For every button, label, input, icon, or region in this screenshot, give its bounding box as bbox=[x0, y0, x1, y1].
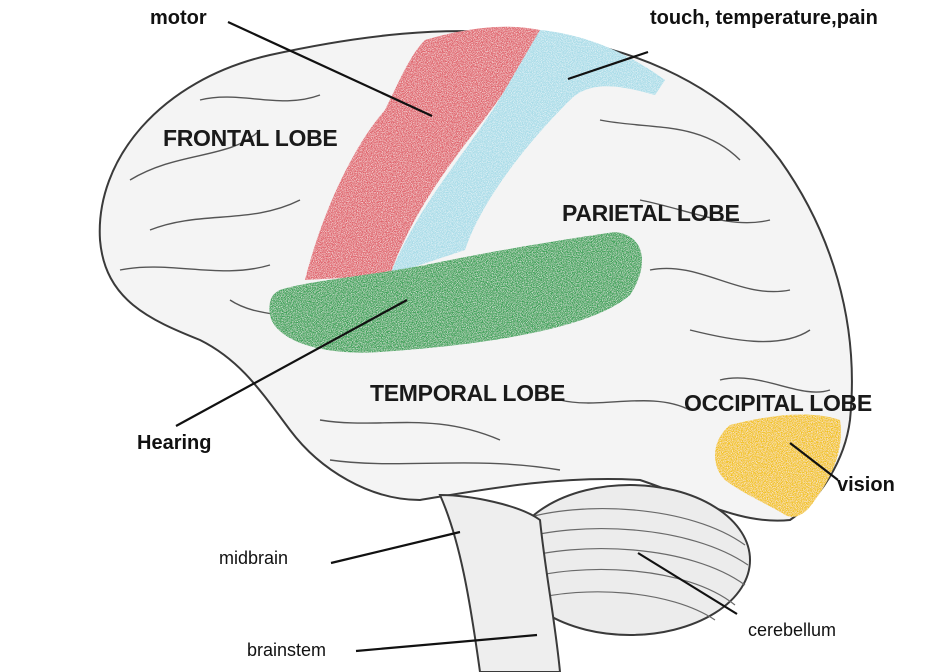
motor-area bbox=[305, 26, 540, 280]
brainstem-leader bbox=[355, 633, 538, 653]
vision-label: vision bbox=[837, 474, 895, 496]
motor-leader bbox=[227, 21, 433, 117]
touch-temperature-pain-label: touch, temperature,pain bbox=[650, 7, 878, 29]
visual-area bbox=[714, 414, 841, 517]
hearing-leader bbox=[175, 299, 408, 427]
touch-leader bbox=[567, 50, 649, 81]
parietal-lobe-label: PARIETAL LOBE bbox=[562, 200, 740, 226]
frontal-lobe-label: FRONTAL LOBE bbox=[163, 125, 338, 151]
cerebellum-label: cerebellum bbox=[748, 620, 837, 640]
motor-label: motor bbox=[150, 7, 207, 29]
cerebellum-leader bbox=[637, 552, 738, 615]
brainstem-label: brainstem bbox=[247, 640, 327, 660]
temporal-lobe-label: TEMPORAL LOBE bbox=[370, 380, 566, 406]
leader-lines bbox=[175, 21, 839, 653]
vision-leader bbox=[789, 442, 839, 481]
midbrain-leader bbox=[330, 530, 461, 565]
somatosensory-area bbox=[390, 30, 665, 275]
brainstem-shape bbox=[438, 493, 562, 672]
occipital-lobe-label: OCCIPITAL LOBE bbox=[684, 390, 872, 416]
hearing-label: Hearing bbox=[137, 432, 212, 454]
midbrain-label: midbrain bbox=[219, 548, 289, 568]
auditory-area bbox=[269, 232, 642, 353]
